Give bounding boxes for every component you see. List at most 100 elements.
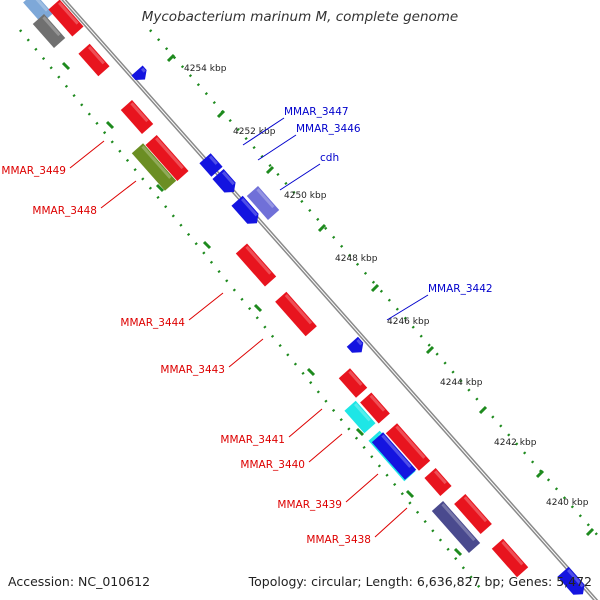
gene-block-shine	[463, 496, 488, 523]
gene-block-body	[246, 186, 280, 220]
gene-block-body	[385, 423, 431, 471]
kbp-tick-label: 4240 kbp	[546, 498, 589, 508]
gene-label-leader	[69, 140, 105, 169]
gene-arrow-shine	[241, 197, 258, 217]
gene-arrow	[557, 566, 585, 595]
gene-label-leader	[188, 292, 224, 321]
gene-block-body	[78, 43, 110, 77]
gene-arrow-shine	[567, 568, 584, 588]
gene-block-body	[32, 14, 66, 48]
gene-arrow-body	[231, 195, 259, 224]
gene-arrow	[212, 169, 236, 193]
gene-label: MMAR_3443	[160, 364, 225, 376]
scale-tick	[155, 183, 165, 193]
gene-label: MMAR_3446	[296, 123, 361, 135]
scale-tick	[317, 223, 327, 233]
outer-scale-line	[149, 29, 600, 539]
gene-arrow-shine	[221, 171, 235, 186]
kbp-tick-label: 4250 kbp	[284, 191, 327, 201]
gene-block-shine	[348, 370, 363, 386]
gene-block-body	[431, 501, 481, 553]
gene-arrow	[346, 336, 364, 353]
scale-tick	[370, 283, 380, 293]
gene-label: MMAR_3438	[306, 534, 371, 546]
gene-block-shine	[141, 145, 172, 179]
scale-tick	[585, 527, 595, 537]
gene-block-shine	[395, 425, 426, 459]
scale-tick	[105, 120, 115, 130]
gene-label-leader	[279, 163, 321, 191]
scale-tick	[166, 53, 176, 63]
gene-label-leader	[288, 408, 323, 438]
gene-block	[371, 432, 417, 480]
gene-block	[199, 153, 223, 177]
gene-block-body	[199, 153, 223, 177]
scale-tick	[425, 345, 435, 355]
gene-block	[344, 400, 376, 434]
gene-block-body	[424, 468, 452, 496]
gene-block-shine	[441, 503, 476, 542]
kbp-tick-label: 4246 kbp	[387, 317, 430, 327]
scale-tick	[253, 303, 263, 313]
gene-block-body	[491, 538, 529, 578]
gene-label-leader	[100, 180, 137, 209]
gene-block-shine	[88, 45, 105, 65]
gene-block-body	[371, 432, 417, 480]
scale-tick	[535, 469, 545, 479]
gene-label-leader	[308, 433, 343, 463]
gene-label: MMAR_3440	[240, 459, 305, 471]
gene-block	[131, 143, 177, 191]
kbp-tick-label: 4242 kbp	[494, 438, 537, 448]
gene-block-body	[338, 368, 368, 398]
gene-block	[120, 100, 154, 134]
gene-label-leader	[345, 473, 379, 503]
gene-block	[385, 423, 431, 471]
gene-arrow-body	[131, 65, 147, 80]
gene-block-shine	[381, 434, 412, 468]
genome-title: Mycobacterium marinum M, complete genome	[141, 9, 459, 25]
gene-block-body	[131, 143, 177, 191]
gene-block-body	[48, 0, 84, 37]
kbp-tick-label: 4254 kbp	[184, 64, 227, 74]
gene-block	[246, 186, 280, 220]
gene-block-shine	[58, 1, 79, 25]
gene-block	[48, 0, 84, 37]
gene-arrow	[231, 195, 259, 224]
gene-block-body	[145, 135, 189, 181]
gene-label: MMAR_3441	[220, 434, 285, 446]
gene-block-shine	[245, 245, 272, 275]
gene-block-body	[235, 243, 277, 287]
gene-label-leader	[242, 117, 285, 146]
gene-label: MMAR_3439	[277, 499, 342, 511]
gene-label: MMAR_3444	[120, 317, 185, 329]
gene-arrow-shine	[140, 67, 146, 73]
backbone-highlight	[63, 0, 597, 600]
gene-block-body	[275, 291, 317, 337]
gene-block	[145, 135, 189, 181]
gene-block	[454, 494, 492, 534]
gene-block	[78, 43, 110, 77]
inner-scale-line	[19, 29, 481, 589]
gene-block-body	[120, 100, 154, 134]
gene-block-shine	[42, 16, 61, 37]
accession-text: Accession: NC_010612	[8, 574, 151, 589]
gene-block	[431, 501, 481, 553]
scale-tick	[355, 427, 365, 437]
gene-arrow-body	[557, 566, 585, 595]
scale-tick	[216, 109, 226, 119]
gene-label-leader	[257, 134, 297, 161]
scale-tick	[453, 547, 463, 557]
gene-block	[275, 291, 317, 337]
gene-block	[424, 468, 452, 496]
gene-block-shine	[130, 102, 149, 123]
gene-label-leader	[386, 294, 429, 321]
gene-block	[360, 392, 390, 424]
topology-text: Topology: circular; Length: 6,636,827 bp…	[248, 574, 592, 589]
gene-block-shine	[208, 155, 218, 165]
scale-tick	[405, 489, 415, 499]
scale-tick	[202, 240, 212, 250]
gene-block	[338, 368, 368, 398]
kbp-tick-label: 4248 kbp	[335, 254, 378, 264]
gene-label-leader	[374, 507, 408, 538]
